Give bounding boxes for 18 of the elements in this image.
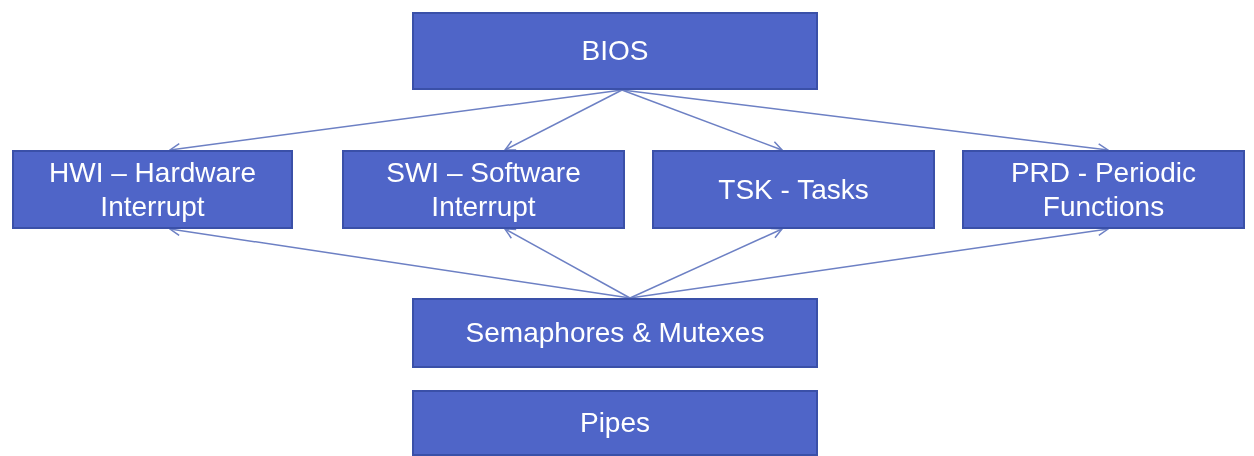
box-label: BIOS [581,34,649,68]
process-box [12,150,293,229]
box-label: TSK - Tasks [718,172,869,207]
arrow [621,89,783,152]
box-label: Pipes [579,406,650,440]
process-box [412,390,818,456]
process-box [342,150,625,229]
box-label: Semaphores & Mutexes [465,316,765,350]
process-box [412,298,818,368]
process-box [652,150,935,229]
process-box [412,12,818,90]
box-label: HWI – Hardware Interrupt [48,155,257,224]
arrow [504,89,623,151]
process-box [962,150,1245,229]
box-label: SWI – Software Interrupt [385,155,582,224]
box-label: PRD - Periodic Functions [1009,155,1198,224]
arrow [504,228,631,299]
arrow [629,227,783,299]
